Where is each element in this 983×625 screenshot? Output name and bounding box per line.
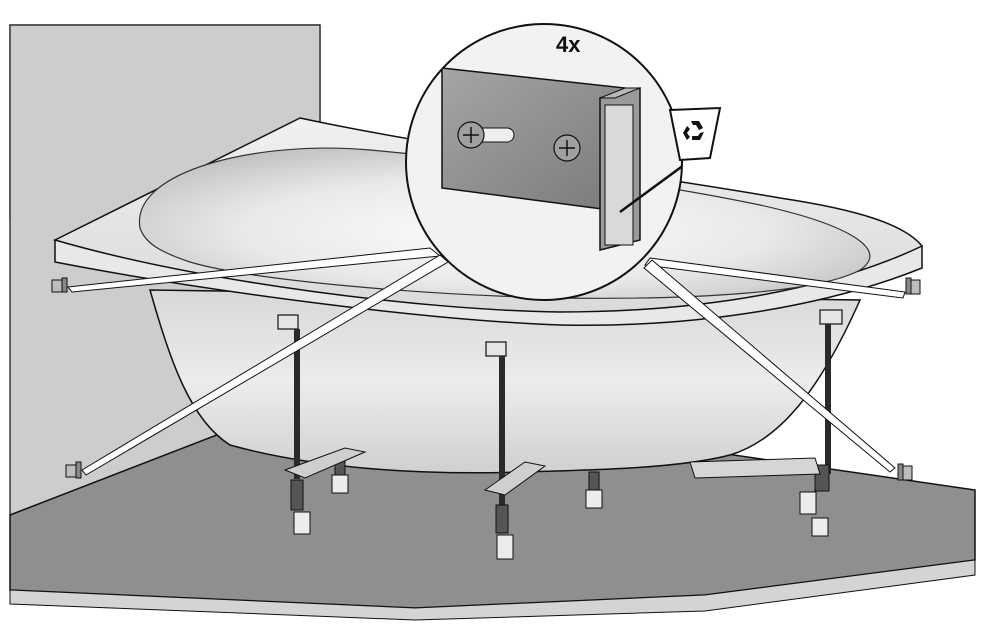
- floor-edge: [9, 559, 976, 621]
- wall-bracket-bottom-left: [65, 461, 82, 479]
- wall-bracket-top-left: [51, 277, 68, 293]
- recycle-bin-icon: [668, 106, 722, 162]
- wall-brackets: [51, 277, 921, 481]
- frame-rail-left: [283, 447, 367, 479]
- foot-left-rear: [331, 454, 349, 494]
- callout-leaders: [67, 247, 906, 476]
- frame-rail-right: [689, 457, 821, 479]
- foot-middle-rear: [585, 471, 603, 509]
- wall-bracket-top-right: [905, 277, 921, 295]
- support-legs: [277, 309, 843, 560]
- wall-bracket-bottom-right: [897, 463, 913, 481]
- callout-detail: 4x: [405, 23, 722, 301]
- leg-middle: [485, 341, 514, 560]
- disposal-arrow: [619, 160, 682, 214]
- frame-rail-middle: [483, 461, 547, 496]
- quantity-label: 4x: [556, 32, 581, 57]
- mounting-bracket: [441, 67, 641, 251]
- leg-left: [277, 314, 311, 535]
